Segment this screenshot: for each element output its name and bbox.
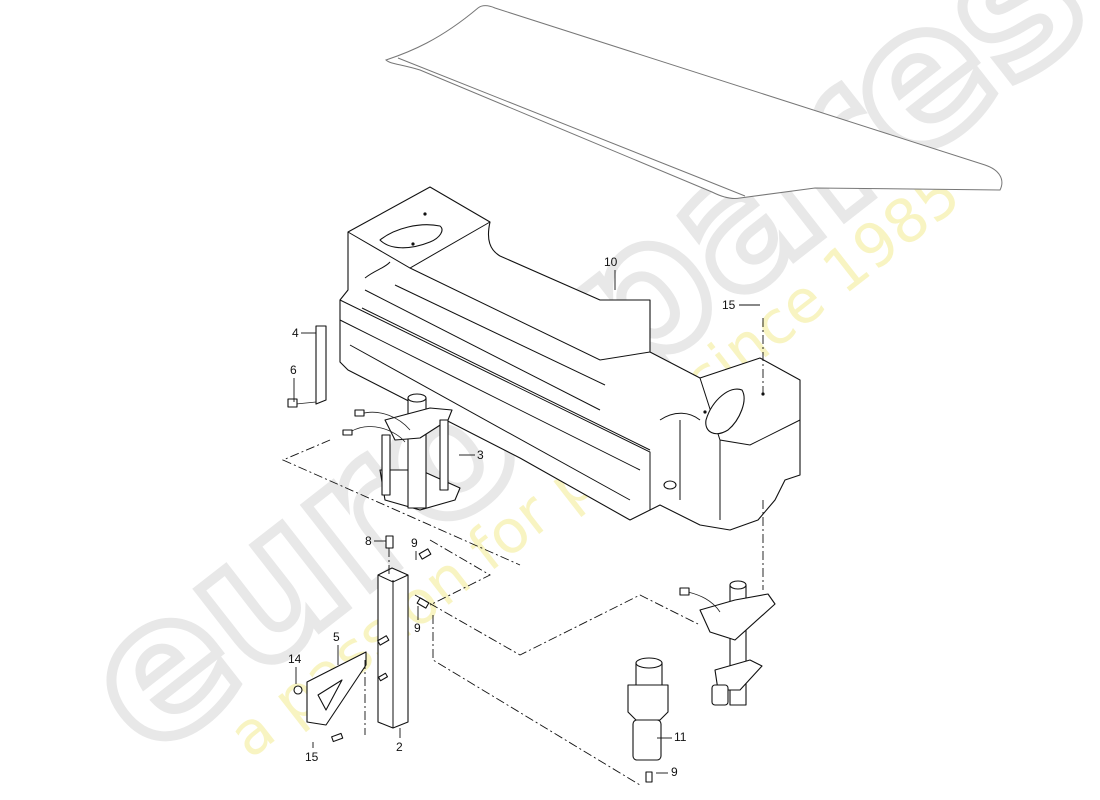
callout-6: 6 xyxy=(290,363,297,377)
callout-14: 14 xyxy=(288,652,302,666)
storage-compartment-block xyxy=(339,186,801,531)
callout-8: 8 xyxy=(365,534,372,548)
hydraulic-unit-left-part-3 xyxy=(342,393,461,511)
callout-10: 10 xyxy=(604,255,618,269)
mounting-bracket-part-5 xyxy=(293,651,367,743)
callout-9-bottom: 9 xyxy=(671,765,678,779)
callout-4: 4 xyxy=(292,326,299,340)
alignment-lines xyxy=(281,318,764,786)
callout-5: 5 xyxy=(333,630,340,644)
tonneau-cover-lid xyxy=(385,5,1003,199)
bracket-part-4 xyxy=(287,325,327,408)
callout-15-bottom: 15 xyxy=(305,750,319,764)
hydraulic-unit-right xyxy=(679,580,776,706)
callout-9-middle: 9 xyxy=(414,621,421,635)
callout-leaders xyxy=(293,270,760,774)
callout-15-top: 15 xyxy=(722,298,736,312)
hydraulic-cylinder-part-11 xyxy=(627,657,669,783)
callout-9-upper: 9 xyxy=(411,536,418,550)
callout-2: 2 xyxy=(396,740,403,754)
callout-3: 3 xyxy=(477,448,484,462)
support-column-part-2 xyxy=(377,535,432,729)
callout-11: 11 xyxy=(674,730,687,744)
